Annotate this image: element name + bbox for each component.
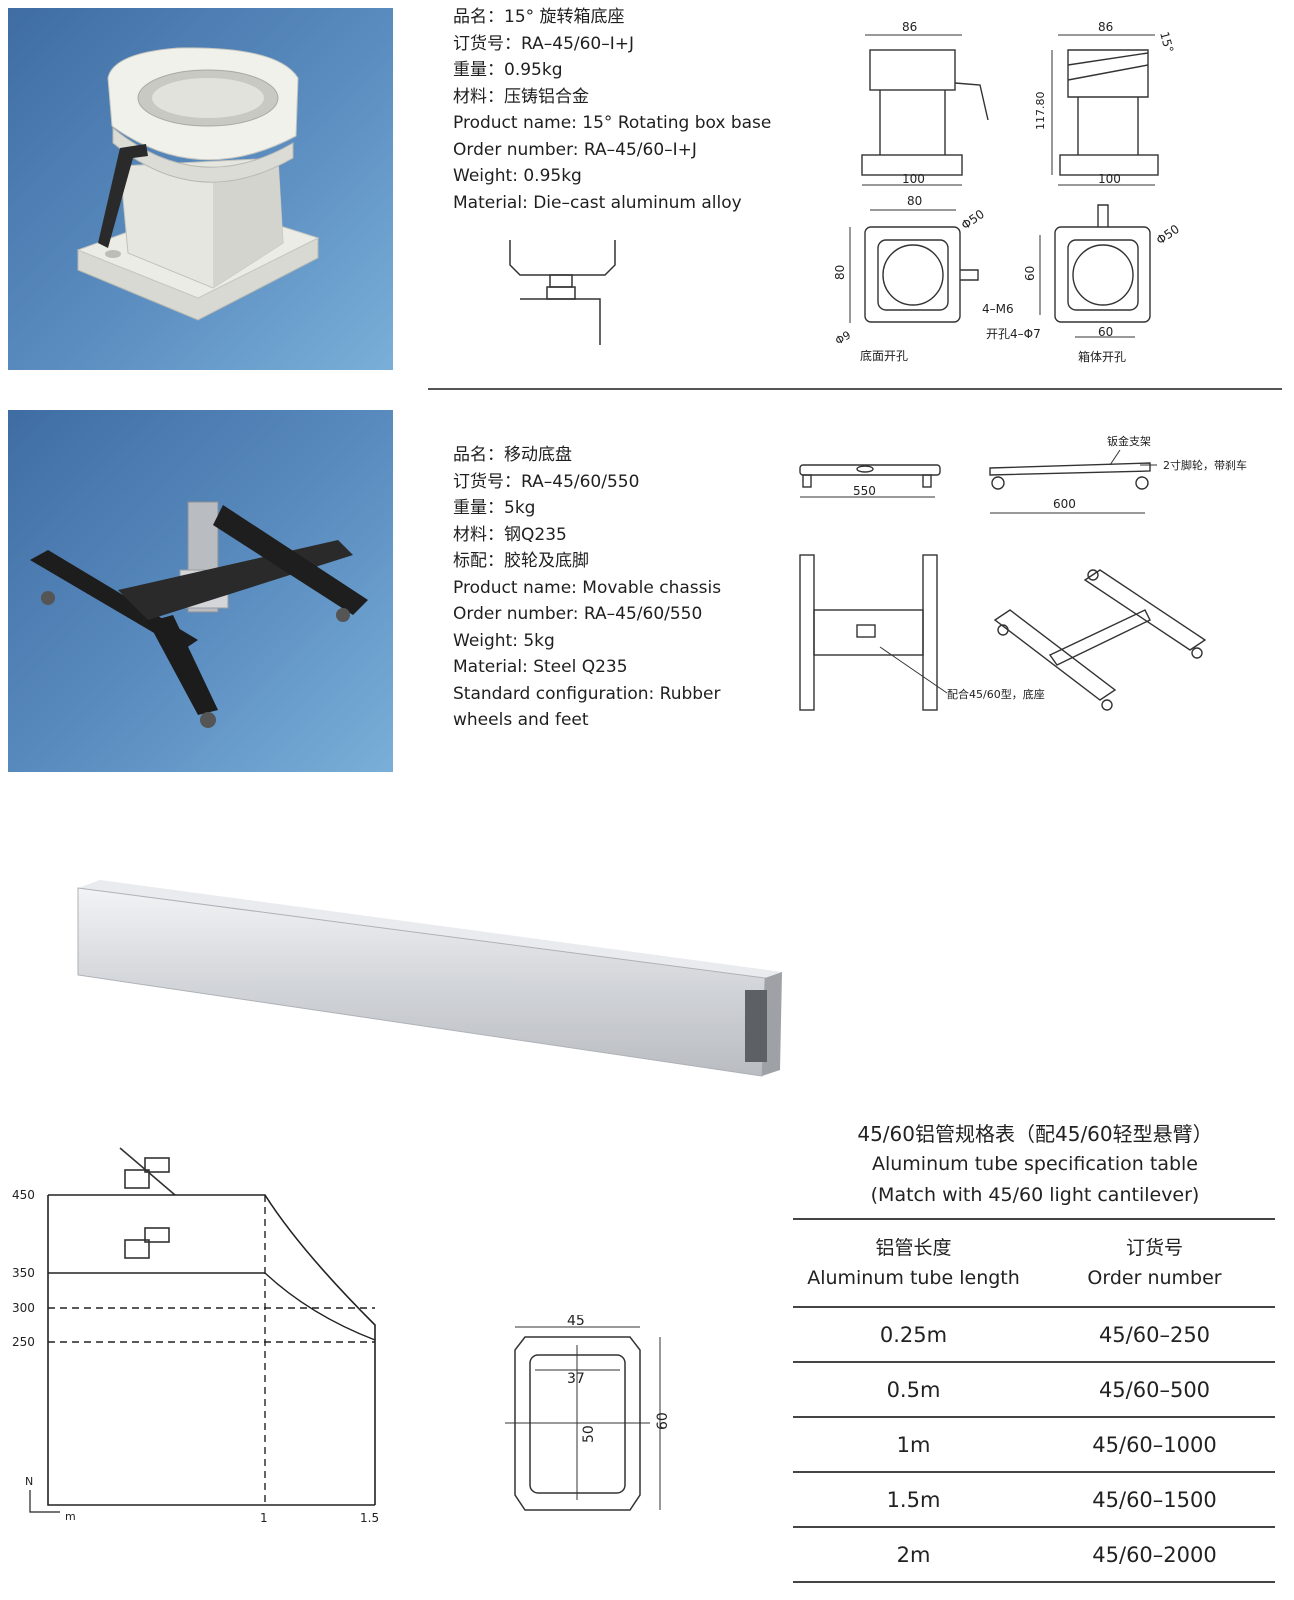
x-tick-1-5: 1.5 [360, 1511, 379, 1525]
dim-80-side: 80 [833, 265, 847, 280]
y-tick-350: 350 [12, 1266, 35, 1280]
aluminum-tube-illustration [77, 880, 782, 1077]
y-tick-250: 250 [12, 1335, 35, 1349]
tube-profile-drawing: 45 37 50 60 [505, 1315, 671, 1511]
spec-line: Order number: RA–45/60–I+J [453, 139, 697, 160]
cell-order: 45/60–500 [1034, 1362, 1275, 1418]
spec-line: 订货号：RA–45/60/550 [453, 471, 640, 492]
note-4m6: 4–M6 [982, 302, 1014, 316]
table-row: 0.5m 45/60–500 [793, 1362, 1275, 1418]
spec-line: Order number: RA–45/60/550 [453, 604, 703, 624]
dim-50: 50 [581, 1425, 597, 1443]
dim-86-b: 86 [1098, 20, 1113, 34]
spec-line: Weight: 0.95kg [453, 166, 582, 186]
header-length: 铝管长度 Aluminum tube length [793, 1218, 1034, 1308]
cell-order: 45/60–1500 [1034, 1472, 1275, 1528]
cell-length: 1.5m [793, 1472, 1034, 1528]
header-length-cn: 铝管长度 [875, 1237, 952, 1259]
note-phi9: Φ9 [833, 329, 853, 348]
spec-line: 品名：15° 旋转箱底座 [453, 7, 625, 27]
spec-line: Product name: Movable chassis [453, 577, 722, 598]
dim-80-top: 80 [907, 194, 922, 208]
bracket-icon [124, 1227, 170, 1259]
dim-117-80: 117.80 [1034, 92, 1047, 131]
spec-line: wheels and feet [453, 710, 589, 730]
dim-37: 37 [567, 1371, 585, 1387]
dim-phi50-b: Φ50 [1154, 222, 1182, 248]
movable-chassis-specs: 品名：移动底盘 订货号：RA–45/60/550 重量：5kg 材料：钢Q235… [453, 442, 721, 734]
spec-line: Material: Die–cast aluminum alloy [453, 192, 742, 213]
note-bracket: 钣金支架 [1107, 435, 1151, 448]
spec-line: Material: Steel Q235 [453, 657, 628, 677]
dim-100-a: 100 [902, 172, 925, 186]
caption-bottom-holes: 底面开孔 [860, 348, 908, 363]
dim-15deg: 15° [1157, 30, 1176, 54]
spec-line: 品名：移动底盘 [453, 445, 572, 465]
spec-table-title-en-2: (Match with 45/60 light cantilever) [870, 1184, 1200, 1206]
dim-60: 60 [655, 1412, 671, 1430]
dim-phi50-a: Φ50 [959, 207, 987, 233]
rotating-box-base-photo [8, 8, 393, 370]
rotating-box-base-illustration [76, 47, 320, 321]
cell-order: 45/60–2000 [1034, 1527, 1275, 1583]
movable-chassis-drawing: 550 600 钣金支架 2寸脚轮，带刹车 配合45/60型，底座 [799, 435, 1247, 711]
rotating-box-base-specs: 品名：15° 旋转箱底座 订货号：RA–45/60–I+J 重量：0.95kg … [453, 4, 771, 216]
crossed-bracket-icon [119, 1147, 176, 1196]
section-divider [428, 388, 1282, 390]
spec-line: 材料：压铸铝合金 [453, 86, 589, 107]
spec-table: 铝管长度 Aluminum tube length 订货号 Order numb… [793, 1218, 1275, 1583]
cell-length: 0.25m [793, 1307, 1034, 1363]
table-row: 2m 45/60–2000 [793, 1527, 1275, 1583]
y-unit: N [25, 1475, 33, 1488]
load-capacity-chart: 450 350 300 250 1 1.5 N m [12, 1147, 379, 1525]
x-unit: m [65, 1510, 76, 1523]
table-header-row: 铝管长度 Aluminum tube length 订货号 Order numb… [793, 1218, 1275, 1308]
dim-550: 550 [853, 484, 876, 498]
cell-order: 45/60–1000 [1034, 1417, 1275, 1473]
x-tick-1: 1 [260, 1511, 268, 1525]
header-length-en: Aluminum tube length [807, 1267, 1020, 1289]
cell-length: 0.5m [793, 1362, 1034, 1418]
spec-line: 材料：钢Q235 [453, 524, 567, 545]
header-order: 订货号 Order number [1034, 1218, 1275, 1308]
spec-line: 订货号：RA–45/60–I+J [453, 33, 635, 54]
mounting-sketch [509, 240, 616, 345]
dim-45: 45 [567, 1315, 585, 1329]
dim-100-b: 100 [1098, 172, 1121, 186]
note-holes: 开孔4–Φ7 [986, 327, 1041, 341]
dim-60-side: 60 [1023, 266, 1037, 281]
table-row: 0.25m 45/60–250 [793, 1307, 1275, 1363]
table-row: 1m 45/60–1000 [793, 1417, 1275, 1473]
spec-table-title-cn: 45/60铝管规格表（配45/60轻型悬臂） [857, 1122, 1213, 1146]
spec-line: Standard configuration: Rubber [453, 683, 721, 704]
spec-line: Weight: 5kg [453, 630, 555, 651]
rotating-box-base-drawing: 86 100 86 15° 117.80 100 80 80 Φ50 4–M6 … [833, 20, 1182, 364]
header-order-en: Order number [1087, 1267, 1222, 1289]
spec-line: 标配：胶轮及底脚 [453, 551, 589, 571]
note-wheel: 2寸脚轮，带刹车 [1163, 458, 1247, 472]
dim-86-a: 86 [902, 20, 917, 34]
caption-box-holes: 箱体开孔 [1078, 349, 1126, 364]
spec-line: Product name: 15° Rotating box base [453, 113, 772, 133]
spec-line: 重量：0.95kg [453, 60, 563, 80]
y-tick-300: 300 [12, 1301, 35, 1315]
movable-chassis-illustration [30, 501, 368, 728]
cell-length: 2m [793, 1527, 1034, 1583]
cell-length: 1m [793, 1417, 1034, 1473]
spec-table-title-en-1: Aluminum tube specification table [871, 1153, 1198, 1175]
spec-line: 重量：5kg [453, 498, 536, 518]
movable-chassis-photo [8, 410, 393, 772]
y-tick-450: 450 [12, 1188, 35, 1202]
cell-order: 45/60–250 [1034, 1307, 1275, 1363]
header-order-cn: 订货号 [1125, 1237, 1183, 1259]
dim-600: 600 [1053, 497, 1076, 511]
dim-60-bottom: 60 [1098, 325, 1113, 339]
table-row: 1.5m 45/60–1500 [793, 1472, 1275, 1528]
note-match: 配合45/60型，底座 [947, 687, 1045, 701]
